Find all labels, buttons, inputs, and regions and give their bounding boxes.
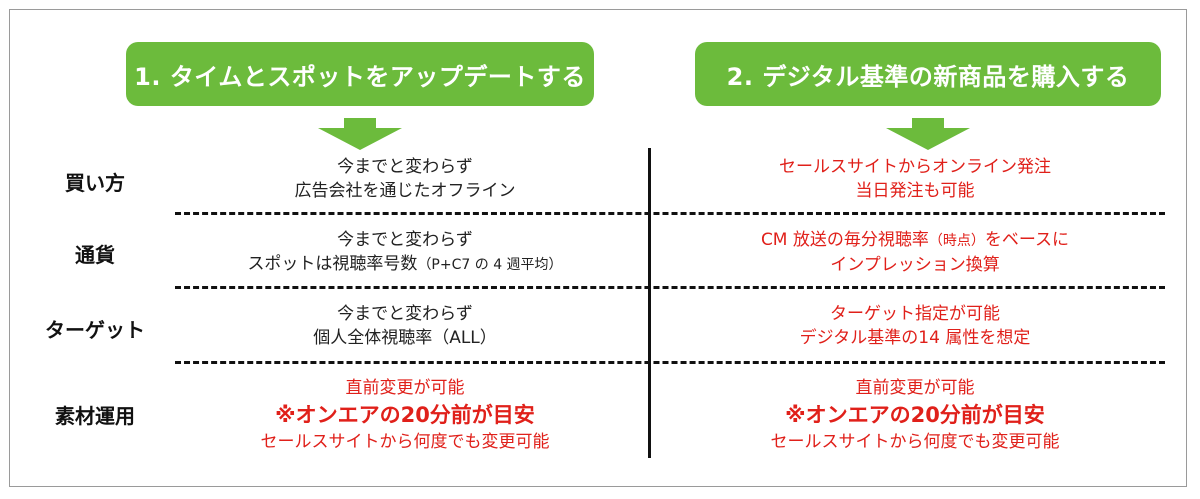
cell-emphasis: ※オンエアの20分前が目安 — [785, 403, 1045, 427]
cell-line: 当日発注も可能 — [855, 181, 975, 201]
row-label-target: ターゲット — [45, 318, 145, 342]
cell-line: 直前変更が可能 — [345, 378, 465, 398]
row-label-buying: 買い方 — [65, 171, 125, 195]
cell-currency-right: CM 放送の毎分視聴率（時点）をベースに インプレッション換算 — [665, 228, 1165, 277]
header-pill-left: 1. タイムとスポットをアップデートする — [126, 42, 594, 106]
cell-material-left: 直前変更が可能 ※オンエアの20分前が目安 セールスサイトから何度でも変更可能 — [175, 376, 635, 454]
cell-line: ターゲット指定が可能 — [830, 304, 1000, 324]
row-label-currency: 通貨 — [75, 243, 115, 267]
cell-note: （P+C7 の 4 週平均） — [417, 257, 563, 273]
cell-line: セールスサイトからオンライン発注 — [779, 157, 1051, 177]
row-divider — [175, 361, 1165, 364]
cell-line: セールスサイトから何度でも変更可能 — [770, 432, 1060, 452]
cell-target-right: ターゲット指定が可能 デジタル基準の14 属性を想定 — [665, 302, 1165, 350]
cell-line: 今までと変わらず — [337, 157, 473, 177]
down-arrow-icon — [886, 118, 970, 150]
cell-text: スポットは視聴率号数 — [247, 254, 418, 274]
cell-buying-left: 今までと変わらず 広告会社を通じたオフライン — [175, 155, 635, 203]
cell-line: 広告会社を通じたオフライン — [294, 181, 516, 201]
diagram-frame — [9, 9, 1187, 487]
cell-note: （時点） — [928, 233, 985, 249]
down-arrow-icon — [318, 118, 402, 150]
cell-buying-right: セールスサイトからオンライン発注 当日発注も可能 — [665, 155, 1165, 203]
cell-text: CM 放送の毎分視聴率 — [760, 230, 929, 250]
cell-line: 今までと変わらず — [337, 304, 473, 324]
cell-line: スポットは視聴率号数（P+C7 の 4 週平均） — [175, 252, 635, 277]
header-pill-right: 2. デジタル基準の新商品を購入する — [695, 42, 1161, 106]
cell-line: インプレッション換算 — [830, 255, 1000, 275]
cell-line: CM 放送の毎分視聴率（時点）をベースに — [665, 228, 1165, 253]
cell-line: 今までと変わらず — [337, 230, 473, 250]
cell-line: 個人全体視聴率（ALL） — [313, 328, 497, 348]
cell-line: セールスサイトから何度でも変更可能 — [260, 432, 550, 452]
row-divider — [175, 286, 1165, 289]
cell-line: 直前変更が可能 — [855, 378, 975, 398]
cell-line: デジタル基準の14 属性を想定 — [799, 328, 1031, 348]
cell-currency-left: 今までと変わらず スポットは視聴率号数（P+C7 の 4 週平均） — [175, 228, 635, 277]
column-divider — [648, 148, 651, 458]
cell-material-right: 直前変更が可能 ※オンエアの20分前が目安 セールスサイトから何度でも変更可能 — [665, 376, 1165, 454]
cell-target-left: 今までと変わらず 個人全体視聴率（ALL） — [175, 302, 635, 350]
cell-emphasis: ※オンエアの20分前が目安 — [275, 403, 535, 427]
cell-text: をベースに — [984, 230, 1070, 250]
row-divider — [175, 212, 1165, 215]
row-label-material: 素材運用 — [55, 404, 135, 428]
